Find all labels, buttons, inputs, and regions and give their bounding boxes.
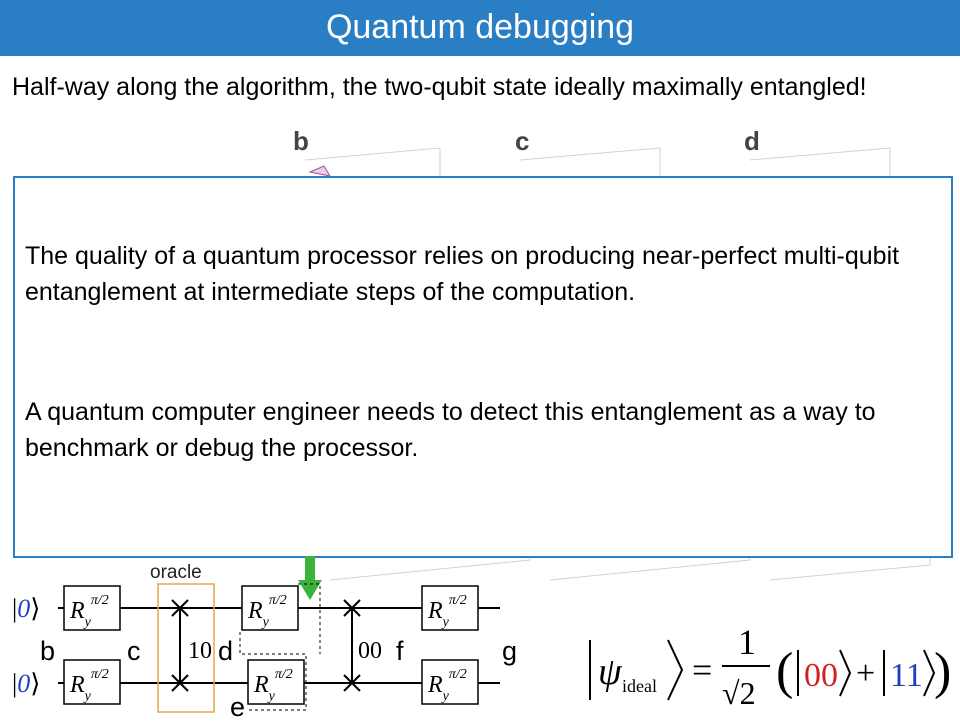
slide-title: Quantum debugging	[325, 8, 635, 46]
intro-text: Half-way along the algorithm, the two-qu…	[12, 73, 867, 101]
panel-label-b: b	[293, 126, 309, 156]
slide-title-bar: Quantum debugging	[0, 0, 960, 56]
panel-label-c: c	[515, 126, 530, 156]
formula-numerator: 1	[738, 622, 756, 662]
qubit-2-input: |0⟩	[12, 669, 40, 698]
formula-subscript: ideal	[622, 676, 657, 696]
step-label-d: d	[218, 636, 234, 666]
background-plots	[304, 147, 931, 581]
formula-denominator: √2	[722, 675, 756, 710]
explanation-paragraph-2: A quantum computer engineer needs to det…	[25, 398, 876, 462]
svg-text:): )	[934, 643, 950, 700]
green-arrow-icon	[298, 556, 322, 600]
oracle-label: oracle	[150, 562, 202, 583]
svg-text:=: =	[692, 650, 712, 690]
step-label-g: g	[502, 636, 518, 666]
middle-value: 00	[358, 638, 382, 664]
formula-ket00: 00	[804, 657, 838, 694]
explanation-paragraph-1: The quality of a quantum processor relie…	[25, 242, 900, 306]
panel-label-d: d	[744, 126, 760, 156]
step-label-f: f	[396, 636, 404, 666]
ideal-state-formula: ψ ideal = 1 √2 ( 00 + 11 )	[589, 622, 950, 710]
formula-plus: +	[856, 655, 875, 692]
step-label-b: b	[40, 636, 56, 666]
explanation-box: The quality of a quantum processor relie…	[13, 176, 953, 558]
quantum-circuit: |0⟩ |0⟩ Ryπ/2 Ryπ/2 Ryπ/2 Ryπ/2 Ryπ/2 Ry…	[12, 583, 500, 713]
qubit-1-input: |0⟩	[12, 594, 40, 623]
formula-psi: ψ	[598, 651, 623, 693]
oracle-value: 10	[188, 638, 212, 664]
svg-text:(: (	[776, 643, 793, 700]
step-label-c: c	[127, 636, 141, 666]
formula-ket11: 11	[890, 657, 923, 694]
step-label-e: e	[230, 692, 246, 722]
